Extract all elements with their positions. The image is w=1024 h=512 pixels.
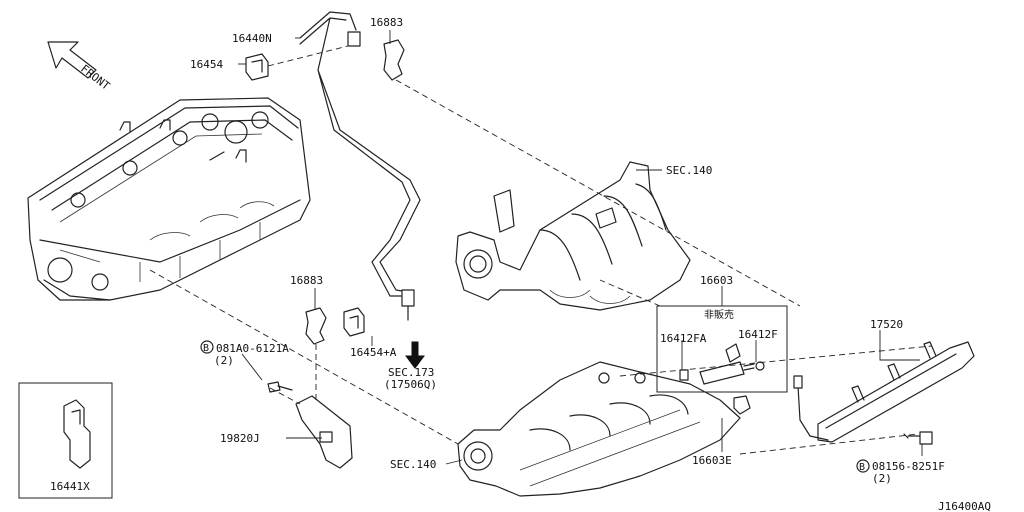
label-16883-mid: 16883 <box>290 274 323 287</box>
label-17520: 17520 <box>870 318 903 331</box>
label-sec140-top: SEC.140 <box>666 164 712 177</box>
label-16883-top: 16883 <box>370 16 403 29</box>
diagram-code: J16400AQ <box>938 500 991 512</box>
label-16603e: 16603E <box>692 454 732 467</box>
clip-16883-top <box>383 39 405 81</box>
clip-16603e <box>733 395 751 415</box>
label-sec173-sub: (17506Q) <box>384 378 437 391</box>
label-16412fa: 16412FA <box>660 332 707 345</box>
front-arrow-icon <box>47 41 97 79</box>
label-bolt-081a0: 081A0-6121A <box>216 342 289 355</box>
label-bolt-08156: 08156-8251F <box>872 460 945 473</box>
bolt1-marker-letter: B <box>203 343 209 354</box>
injector-16603 <box>679 343 765 385</box>
label-16412f: 16412F <box>738 328 778 341</box>
label-16603: 16603 <box>700 274 733 287</box>
intake-manifold-top-illustration <box>455 161 691 311</box>
label-bolt-081a0-qty: (2) <box>214 354 234 367</box>
label-not-for-sale: 非販売 <box>704 308 734 321</box>
label-16440n: 16440N <box>232 32 272 45</box>
label-bolt-08156-qty: (2) <box>872 472 892 485</box>
clamp-16454 <box>245 53 269 81</box>
label-16454a: 16454+A <box>350 346 397 359</box>
clamp-16454a <box>343 307 365 337</box>
label-sec173: SEC.173 <box>388 366 434 379</box>
inset-box-16441x <box>18 382 113 499</box>
hose-16440n <box>299 11 421 321</box>
label-19820j: 19820J <box>220 432 260 445</box>
down-arrow-icon <box>405 341 425 369</box>
label-sec140-bottom: SEC.140 <box>390 458 436 471</box>
cylinder-head-illustration <box>27 97 311 301</box>
bolt2-marker-letter: B <box>859 462 865 473</box>
label-16454: 16454 <box>190 58 223 71</box>
bracket-19820j <box>267 381 353 469</box>
label-16441x: 16441X <box>50 480 90 493</box>
bolt-marker-icon <box>856 459 870 473</box>
bolt-marker-icon <box>200 340 214 354</box>
clip-16883-mid <box>305 307 327 345</box>
fuel-rail-17520 <box>793 341 975 445</box>
intake-manifold-bottom-illustration <box>457 361 741 497</box>
front-label: FRONT <box>78 62 112 93</box>
clip-16441x <box>63 399 91 469</box>
